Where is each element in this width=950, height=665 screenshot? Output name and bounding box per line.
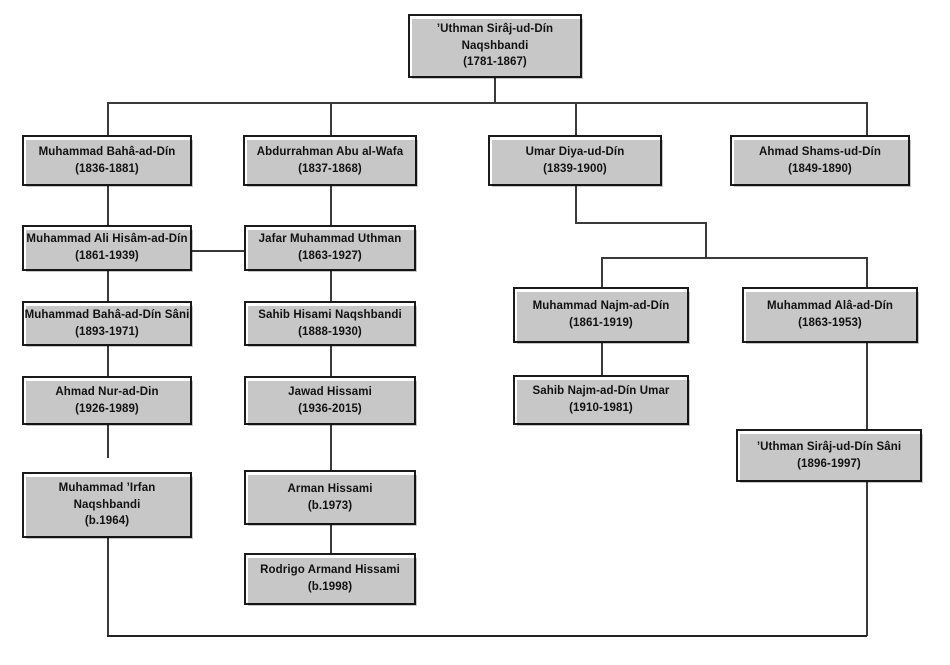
node-years: (1863-1927) bbox=[298, 250, 362, 262]
connector-bottom-bar bbox=[107, 635, 867, 637]
node-ahmad-shams-ud-din[interactable]: Ahmad Shams-ud-Dín (1849-1890) bbox=[730, 135, 911, 187]
node-name: Abdurrahman Abu al-Wafa bbox=[256, 145, 404, 158]
node-name: Sahib Hisami Naqshbandi bbox=[258, 308, 402, 321]
node-name: Muhammad Ali Hisâm-ad-Dín bbox=[26, 233, 188, 246]
node-years: (1836-1881) bbox=[75, 162, 139, 175]
node-umar-diya-ud-din[interactable]: Umar Diya-ud-Dín (1839-1900) bbox=[488, 135, 663, 187]
node-root-name2: Naqshbandi bbox=[461, 39, 529, 52]
node-years: (1863-1953) bbox=[798, 317, 862, 329]
node-years: (1861-1939) bbox=[75, 250, 139, 262]
node-root-name: ’Uthman Sirâj-ud-Dín bbox=[436, 22, 554, 35]
node-years: (1910-1981) bbox=[569, 402, 633, 414]
connector-ahmadnur-to-irfan bbox=[107, 425, 109, 458]
node-years: (1896-1997) bbox=[797, 457, 861, 470]
node-name: Ahmad Shams-ud-Dín bbox=[759, 145, 881, 158]
connector-drop-najm bbox=[601, 257, 603, 287]
connector-gen1-bar bbox=[107, 102, 867, 104]
node-name: Ahmad Nur-ad-Din bbox=[55, 385, 159, 398]
node-jafar-muhammad-uthman[interactable]: Jafar Muhammad Uthman (1863-1927) bbox=[244, 225, 417, 272]
connector-umar-down2 bbox=[705, 222, 707, 258]
connector-drop-umar bbox=[575, 102, 577, 135]
node-years: (1936-2015) bbox=[298, 402, 362, 415]
node-years: (1888-1930) bbox=[298, 325, 362, 338]
connector-drop-baha bbox=[107, 102, 109, 135]
node-years: (1849-1890) bbox=[788, 162, 852, 175]
connector-uthmansani-to-bottom bbox=[866, 482, 868, 636]
connector-abdurrahman-stub bbox=[330, 186, 332, 226]
connector-umar-right bbox=[575, 222, 707, 224]
connector-irfan-to-bottom bbox=[107, 538, 109, 636]
node-name: Muhammad ’Irfan bbox=[58, 481, 156, 494]
connector-bahasani-to-ahmadnur bbox=[107, 345, 109, 376]
node-name: Sahib Najm-ad-Dín Umar bbox=[532, 385, 670, 398]
node-uthman-siraj-ud-din-sani[interactable]: ’Uthman Sirâj-ud-Dín Sâni (1896-1997) bbox=[736, 429, 923, 483]
node-name: Jafar Muhammad Uthman bbox=[258, 233, 402, 246]
node-name: ’Uthman Sirâj-ud-Dín Sâni bbox=[756, 440, 902, 453]
node-arman-hissami[interactable]: Arman Hissami (b.1973) bbox=[244, 470, 417, 526]
connector-najm-to-sahibnajm bbox=[601, 343, 603, 375]
node-name: Muhammad Bahâ-ad-Dín Sâni bbox=[24, 308, 190, 321]
node-muhammad-ali-hisam-ad-din[interactable]: Muhammad Ali Hisâm-ad-Dín (1861-1939) bbox=[22, 225, 193, 272]
connector-jawad-to-arman bbox=[330, 425, 332, 470]
node-name: Umar Diya-ud-Dín bbox=[525, 145, 625, 158]
connector-root-stem bbox=[494, 78, 496, 103]
node-root-years: (1781-1867) bbox=[463, 56, 527, 69]
node-years: (b.1973) bbox=[307, 499, 353, 512]
node-muhammad-irfan-naqshbandi[interactable]: Muhammad ’Irfan Naqshbandi (b.1964) bbox=[22, 472, 193, 539]
node-years: (1893-1971) bbox=[75, 325, 139, 338]
node-name: Muhammad Najm-ad-Dín bbox=[532, 300, 670, 313]
node-sahib-hisami-naqshbandi[interactable]: Sahib Hisami Naqshbandi (1888-1930) bbox=[244, 301, 417, 347]
node-years: (b.1998) bbox=[307, 581, 353, 593]
node-name: Jawad Hissami bbox=[288, 385, 372, 398]
connector-umar-down bbox=[575, 186, 577, 223]
connector-ala-to-uthmansani bbox=[866, 343, 868, 429]
connector-baha-to-alihisam bbox=[107, 186, 109, 226]
connector-drop-abdurrahman bbox=[330, 102, 332, 135]
node-muhammad-najm-ad-din[interactable]: Muhammad Najm-ad-Dín (1861-1919) bbox=[513, 287, 690, 344]
node-muhammad-ala-ad-din[interactable]: Muhammad Alâ-ad-Dín (1863-1953) bbox=[742, 287, 919, 344]
node-name: Muhammad Alâ-ad-Dín bbox=[766, 300, 894, 313]
connector-sahibhisami-to-jawad bbox=[330, 345, 332, 376]
node-jawad-hissami[interactable]: Jawad Hissami (1936-2015) bbox=[244, 376, 417, 426]
node-name2: Naqshbandi bbox=[73, 498, 141, 511]
node-years: (1839-1900) bbox=[543, 162, 607, 175]
node-abdurrahman-abu-al-wafa[interactable]: Abdurrahman Abu al-Wafa (1837-1868) bbox=[243, 135, 418, 187]
connector-drop-ala bbox=[866, 257, 868, 287]
connector-arman-to-rodrigo bbox=[330, 525, 332, 553]
connector-umar-split-bar bbox=[601, 257, 866, 259]
node-years: (1837-1868) bbox=[298, 162, 362, 175]
connector-jafar-to-sahibhisami bbox=[330, 271, 332, 302]
node-years: (1861-1919) bbox=[569, 317, 633, 329]
connector-drop-ahmad-shams bbox=[866, 102, 868, 135]
node-name: Muhammad Bahâ-ad-Dín bbox=[38, 145, 176, 158]
node-name: Rodrigo Armand Hissami bbox=[260, 564, 400, 577]
node-years: (1926-1989) bbox=[75, 402, 139, 415]
node-muhammad-baha-ad-din-sani[interactable]: Muhammad Bahâ-ad-Dín Sâni (1893-1971) bbox=[22, 301, 193, 347]
connector-alihisam-jafar-link bbox=[192, 250, 244, 252]
node-muhammad-baha-ad-din[interactable]: Muhammad Bahâ-ad-Dín (1836-1881) bbox=[22, 135, 193, 187]
connector-alihisam-to-bahasani bbox=[107, 271, 109, 302]
node-root[interactable]: ’Uthman Sirâj-ud-Dín Naqshbandi (1781-18… bbox=[408, 14, 583, 79]
node-rodrigo-armand-hissami[interactable]: Rodrigo Armand Hissami (b.1998) bbox=[244, 553, 417, 606]
node-name: Arman Hissami bbox=[287, 482, 373, 495]
node-ahmad-nur-ad-din[interactable]: Ahmad Nur-ad-Din (1926-1989) bbox=[22, 376, 193, 426]
node-sahib-najm-ad-din-umar[interactable]: Sahib Najm-ad-Dín Umar (1910-1981) bbox=[513, 375, 690, 426]
node-years: (b.1964) bbox=[84, 515, 130, 528]
